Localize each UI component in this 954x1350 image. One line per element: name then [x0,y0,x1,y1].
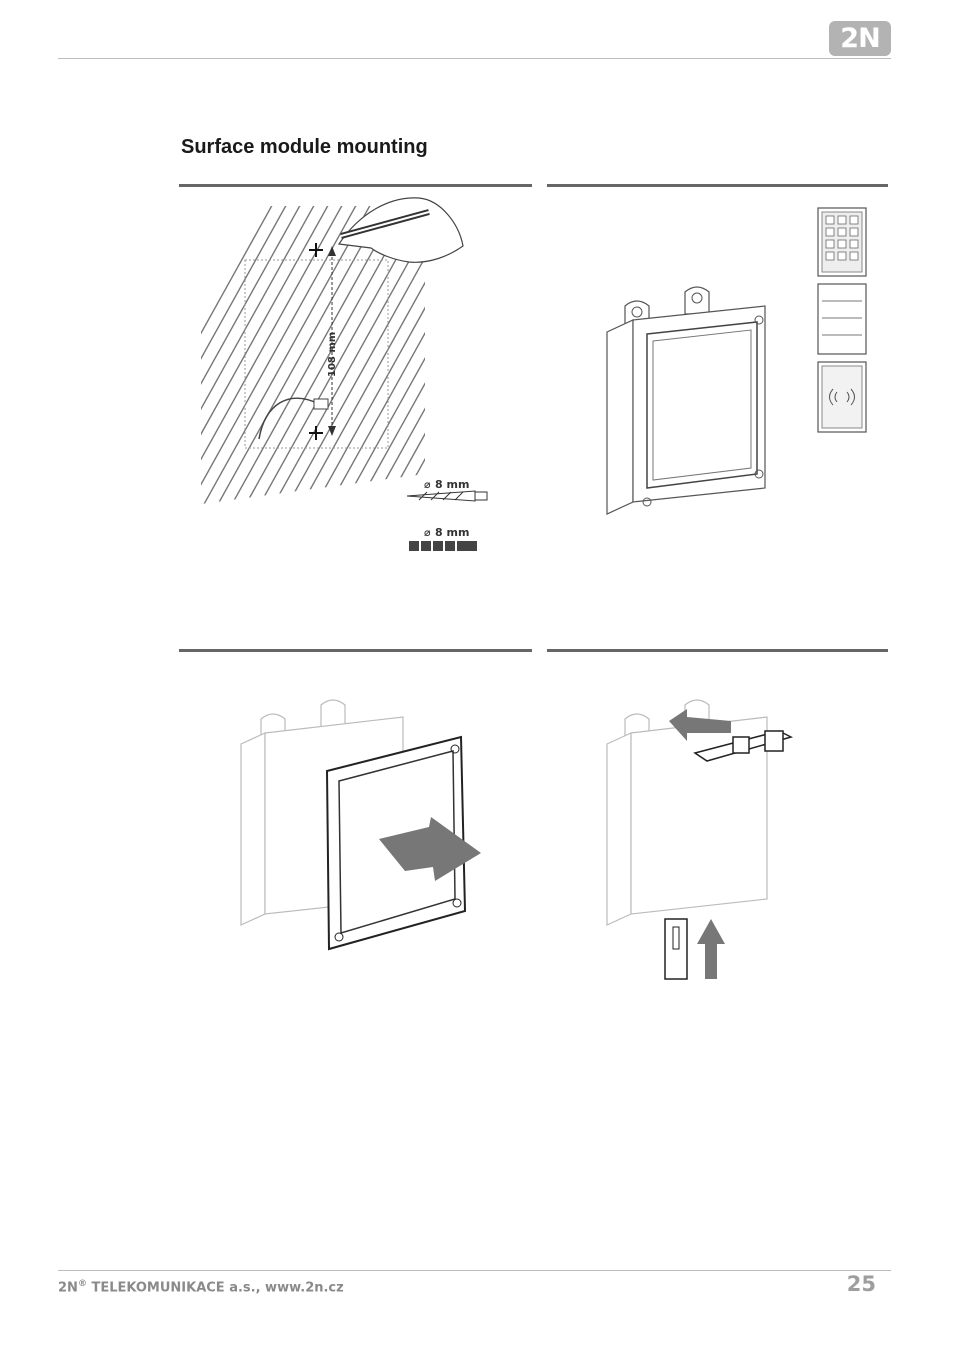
footer-rule [58,1270,891,1271]
figure-remove-frame [179,649,532,1049]
button-module-icon [817,283,867,355]
footer-company: 2N® TELEKOMUNIKACE a.s., www.2n.cz [58,1279,344,1296]
figure-drilling: 108 mm ⌀ 8 mm ⌀ 8 mm [179,184,532,584]
figure-rule [547,184,888,187]
rfid-module-icon [817,361,867,433]
section-title: Surface module mounting [181,136,428,158]
figure-module-options [547,184,888,584]
svg-text:⌀: ⌀ [424,526,431,539]
header-rule [58,58,891,59]
remove-frame-illustration [240,699,481,951]
figure-rule [179,649,532,652]
svg-text:⌀: ⌀ [424,478,431,491]
mount-brackets-illustration [606,699,794,980]
page-number: 25 [846,1272,876,1296]
distance-label: 108 mm [327,332,338,377]
figure-rule [547,649,888,652]
brand-logo: 2N [829,21,891,56]
keypad-module-icon [817,207,867,277]
drilling-illustration: 108 mm ⌀ 8 mm ⌀ 8 mm [201,197,488,551]
insert-arrow-icon [669,709,731,741]
drill-diameter-label: 8 mm [435,478,469,491]
push-arrow-icon [697,919,725,979]
wall-plug-icon: ⌀ 8 mm [409,526,477,551]
module-options-illustration [606,207,867,515]
figure-mount-brackets [547,649,888,1049]
pull-arrow-icon [379,817,481,881]
dowel-diameter-label: 8 mm [435,526,469,539]
drill-bit-icon: ⌀ 8 mm [406,478,488,502]
figure-rule [179,184,532,187]
